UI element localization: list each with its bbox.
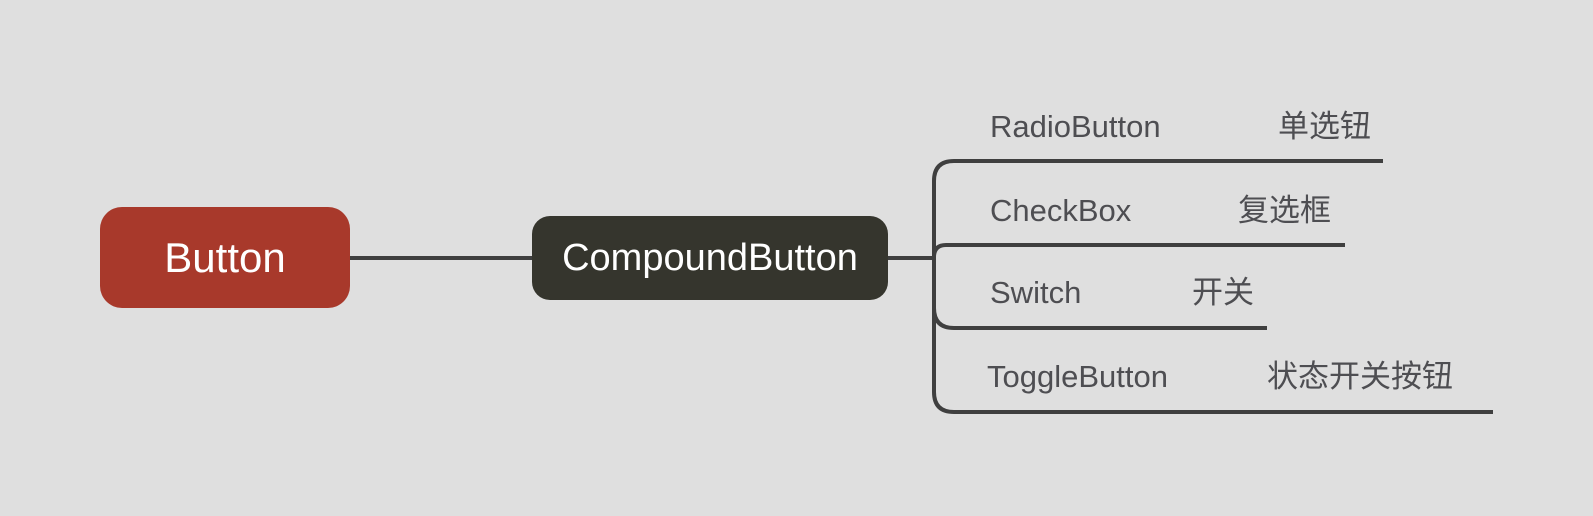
leaf-annotation-checkbox[interactable]: 复选框 — [1238, 193, 1331, 228]
root-topic-label: Button — [164, 233, 286, 281]
leaf-topic-checkbox[interactable]: CheckBox — [990, 193, 1132, 228]
leaf-topic-togglebutton[interactable]: ToggleButton — [987, 359, 1168, 394]
leaf-topic-radiobutton[interactable]: RadioButton — [990, 109, 1161, 144]
leaf-annotation-switch[interactable]: 开关 — [1192, 275, 1254, 310]
branch-line-radiobutton — [932, 159, 1383, 258]
leaf-annotation-togglebutton[interactable]: 状态开关按钮 — [1267, 359, 1453, 394]
leaf-annotation-radiobutton[interactable]: 单选钮 — [1278, 109, 1371, 144]
sub-topic-compoundbutton[interactable]: CompoundButton — [532, 216, 888, 300]
branch-line-togglebutton — [932, 258, 1493, 414]
root-topic-button[interactable]: Button — [100, 207, 350, 308]
branch-line-checkbox — [932, 243, 1345, 258]
leaf-topic-switch[interactable]: Switch — [990, 275, 1082, 310]
sub-topic-label: CompoundButton — [562, 236, 858, 279]
